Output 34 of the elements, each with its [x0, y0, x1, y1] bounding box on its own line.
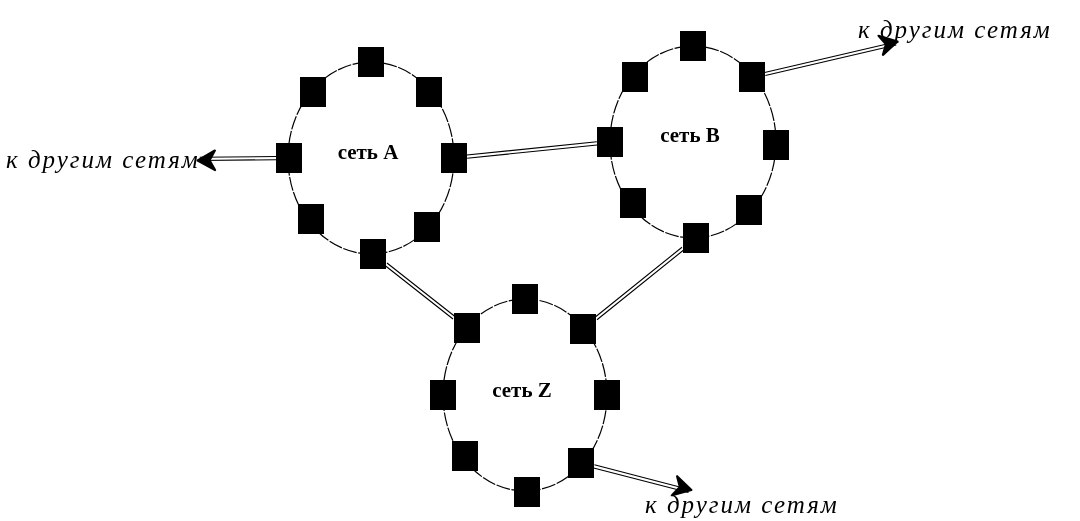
station-marker: [622, 62, 648, 92]
station-marker: [414, 212, 440, 242]
station-marker: [358, 47, 384, 77]
station-marker: [570, 314, 596, 344]
station-marker: [300, 77, 326, 107]
station-marker: [276, 143, 302, 173]
double-line-arrow: [764, 34, 899, 77]
station-marker: [620, 188, 646, 218]
station-marker: [298, 204, 324, 234]
station-marker: [454, 313, 480, 343]
station-marker: [360, 239, 386, 269]
station-marker: [514, 477, 540, 507]
station-marker: [512, 284, 538, 314]
station-marker: [739, 62, 765, 92]
station-marker: [683, 223, 709, 253]
destination-label: к другим сетям: [6, 146, 200, 174]
destination-label: к другим сетям: [645, 491, 839, 519]
station-marker: [430, 380, 456, 410]
network-label: сеть Z: [492, 377, 552, 403]
station-marker: [594, 380, 620, 410]
network-label: сеть B: [660, 122, 720, 148]
station-marker: [680, 31, 706, 61]
double-line-link: [466, 141, 598, 159]
destination-label: к другим сетям: [858, 16, 1052, 44]
station-marker: [736, 195, 762, 225]
station-marker: [441, 143, 467, 173]
station-marker: [416, 77, 442, 107]
station-marker: [568, 448, 594, 478]
network-label: сеть A: [337, 139, 399, 165]
double-line-arrow: [196, 149, 277, 172]
station-marker: [597, 127, 623, 157]
double-line-arrow: [593, 464, 693, 497]
station-marker: [452, 441, 478, 471]
station-marker: [763, 130, 789, 160]
